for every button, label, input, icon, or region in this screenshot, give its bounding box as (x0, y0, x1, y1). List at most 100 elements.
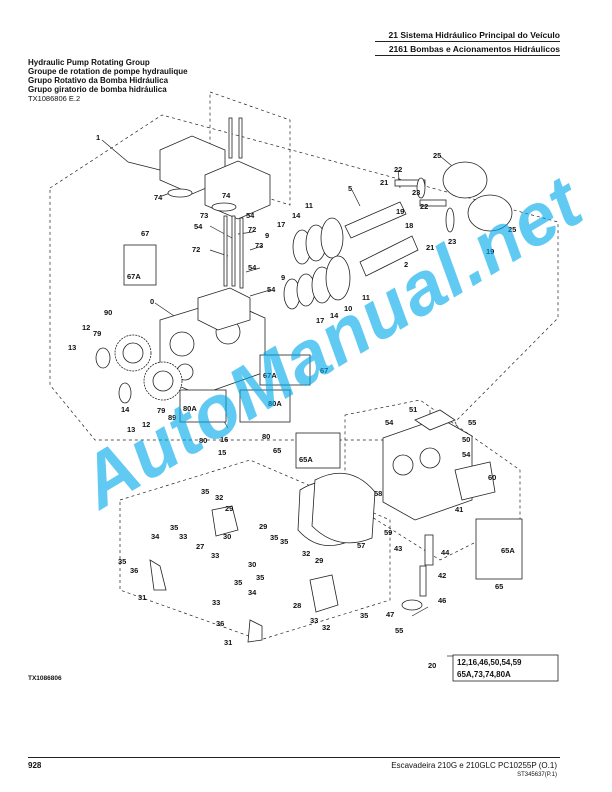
callout-label: 43 (394, 544, 402, 553)
callout-label: 5 (348, 184, 352, 193)
callout-label: 67 (141, 229, 149, 238)
callout-label: 59 (384, 528, 392, 537)
callout-label: 18 (405, 221, 413, 230)
figure-id: TX1086806 (28, 675, 62, 682)
callout-label: 74 (222, 191, 231, 200)
callout-label: 19 (396, 207, 404, 216)
callout-label: 17 (316, 316, 324, 325)
callout-label: 28 (293, 601, 301, 610)
callout-label: 33 (310, 616, 318, 625)
callout-label: 34 (151, 532, 160, 541)
callout-label: 67 (320, 366, 328, 375)
callout-label: 30 (223, 532, 231, 541)
callout-label: 13 (127, 425, 135, 434)
callout-label: 58 (374, 489, 382, 498)
callout-label: 35 (201, 487, 209, 496)
callout-label: 12 (142, 420, 150, 429)
callout-label: 65 (273, 446, 281, 455)
callout-label: 67A (127, 272, 141, 281)
callout-label: 34 (248, 588, 257, 597)
callout-label: 23 (412, 188, 420, 197)
header-divider (375, 41, 560, 42)
callout-label: 54 (267, 285, 276, 294)
callout-label: 79 (93, 329, 101, 338)
callout-label: 11 (362, 293, 370, 302)
callout-label: 47 (386, 610, 394, 619)
callout-label: 89 (168, 413, 176, 422)
callout-label: 31 (224, 638, 232, 647)
callout-label: 1 (96, 133, 100, 142)
header-divider (375, 55, 560, 56)
section-title: 21 Sistema Hidráulico Principal do Veícu… (388, 30, 560, 40)
callout-label: 44 (441, 548, 450, 557)
callout-label: 54 (385, 418, 394, 427)
callout-label: 0 (150, 297, 154, 306)
callout-label: 29 (315, 556, 323, 565)
callout-label: 73 (255, 241, 263, 250)
callout-label: 35 (256, 573, 264, 582)
callout-label: 36 (216, 619, 224, 628)
callout-label: 80 (262, 432, 270, 441)
callout-label: 9 (265, 231, 269, 240)
callout-label: 30 (248, 560, 256, 569)
callout-label: 50 (462, 435, 470, 444)
title-fr: Groupe de rotation de pompe hydraulique (28, 67, 188, 76)
subsection-title: 2161 Bombas e Acionamentos Hidráulicos (388, 44, 560, 54)
callout-label: 72 (248, 225, 256, 234)
callout-label: 11 (305, 201, 313, 210)
callout-label: 80A (268, 399, 282, 408)
callout-label: 25 (433, 151, 441, 160)
callout-label: 80 (199, 436, 207, 445)
callout-label: 23 (448, 237, 456, 246)
callout-label: 90 (104, 308, 112, 317)
document-id: ST345637(P.1) (517, 772, 557, 778)
callout-label: 67A (263, 371, 277, 380)
callout-label: 25 (508, 225, 516, 234)
callout-label: 55 (468, 418, 476, 427)
callout-label: 46 (438, 596, 446, 605)
callout-label: 12 (82, 323, 90, 332)
callout-label: 60 (488, 473, 496, 482)
kit-number: 20 (428, 661, 436, 670)
callout-label: 72 (192, 245, 200, 254)
callout-label: 65 (495, 582, 503, 591)
callout-label: 13 (68, 343, 76, 352)
callout-label: 35 (270, 533, 278, 542)
title-en: Hydraulic Pump Rotating Group (28, 58, 150, 67)
callout-label: 17 (277, 220, 285, 229)
callout-label: 29 (225, 504, 233, 513)
callout-label: 16 (220, 435, 228, 444)
callout-label: 14 (292, 211, 301, 220)
callout-label: 29 (259, 522, 267, 531)
figure-reference: TX1086806 E.2 (28, 94, 81, 103)
callout-label: 80A (183, 404, 197, 413)
callout-label: 54 (248, 263, 257, 272)
callout-label: 2 (404, 260, 408, 269)
page-number: 928 (28, 761, 42, 770)
callout-label: 14 (121, 405, 130, 414)
callout-label: 35 (118, 557, 126, 566)
callout-label: 36 (130, 566, 138, 575)
callout-label: 41 (455, 505, 463, 514)
callout-label: 21 (426, 243, 434, 252)
callout-label: 54 (246, 211, 255, 220)
callout-label: 21 (380, 178, 388, 187)
callout-label: 73 (200, 211, 208, 220)
callout-label: 19 (486, 247, 494, 256)
title-pt: Grupo Rotativo da Bomba Hidráulica (28, 76, 169, 85)
callout-label: 54 (194, 222, 203, 231)
callout-label: 33 (179, 532, 187, 541)
callout-labels: 1 74 74 73 54 54 72 72 73 67 67A 54 54 0… (28, 133, 522, 682)
callout-label: 22 (394, 165, 402, 174)
callout-label: 32 (322, 623, 330, 632)
callout-label: 33 (211, 551, 219, 560)
model-line: Escavadeira 210G e 210GLC PC10255P (O.1) (391, 761, 557, 770)
callout-label: 65A (299, 455, 313, 464)
callout-label: 51 (409, 405, 417, 414)
callout-label: 79 (157, 406, 165, 415)
callout-label: 54 (462, 450, 471, 459)
callout-label: 55 (395, 626, 403, 635)
callout-label: 14 (330, 311, 339, 320)
kit-parts-line2: 65A,73,74,80A (457, 670, 511, 679)
